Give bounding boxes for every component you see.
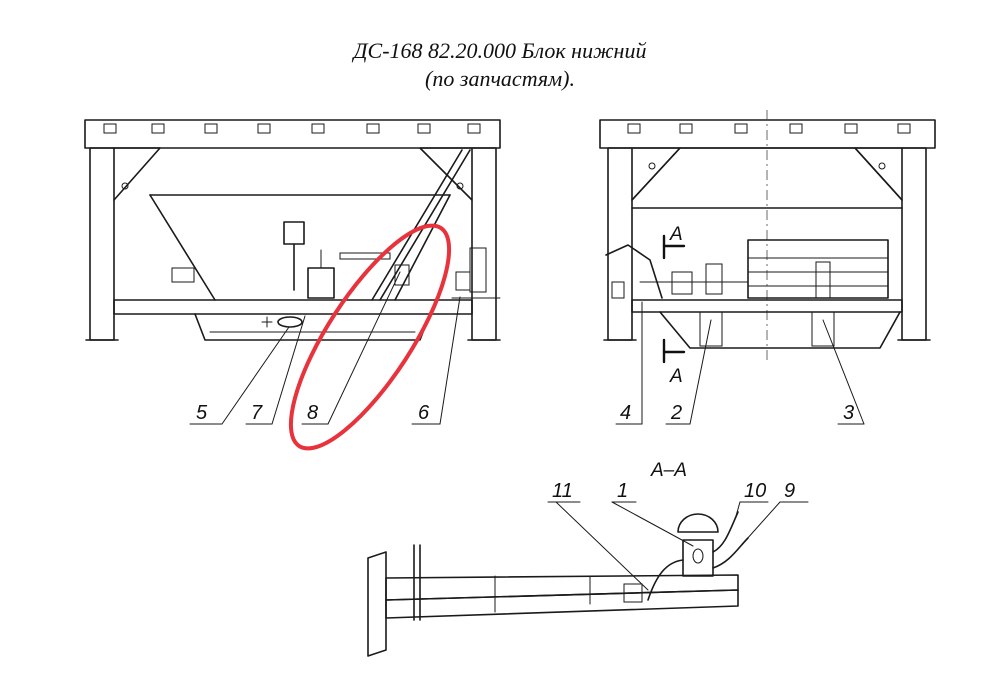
- front-mid-beam: [113, 299, 473, 315]
- drawing-title: ДС-168 82.20.000 Блок нижний: [353, 38, 647, 63]
- front-left-gusset: [113, 147, 161, 201]
- callout-7: 7: [251, 402, 263, 424]
- highlight-ellipse: [288, 223, 452, 451]
- front-right-gusset: [419, 147, 473, 201]
- callout-6: 6: [418, 402, 430, 424]
- section-view: А–А: [367, 460, 749, 657]
- side-top-lugs: [627, 123, 911, 134]
- side-mid-beam: [631, 299, 903, 313]
- section-marker-bottom: А: [669, 366, 683, 387]
- callout-10: 10: [744, 480, 766, 502]
- front-valve-body: [307, 267, 335, 299]
- section-marker-top: А: [669, 224, 683, 245]
- side-right-leg: [901, 147, 927, 341]
- section-tube-bottom: [385, 589, 739, 619]
- front-lower-tray: [194, 313, 431, 341]
- leader-lines: [189, 271, 865, 591]
- callout-3: 3: [843, 402, 854, 424]
- callout-9: 9: [784, 480, 795, 502]
- side-view: А А: [599, 110, 936, 387]
- front-view: [84, 119, 501, 341]
- section-tube-top: [385, 574, 739, 601]
- front-top-lugs: [103, 123, 481, 134]
- callout-8: 8: [307, 402, 318, 424]
- callout-4: 4: [620, 402, 631, 424]
- front-valve-cylinder: [283, 221, 305, 245]
- section-title: А–А: [650, 460, 687, 481]
- callout-5: 5: [196, 402, 208, 424]
- side-left-leg: [607, 147, 633, 341]
- section-valve-cap: [677, 513, 719, 533]
- front-part-cap: [277, 316, 303, 328]
- side-lower-tray: [659, 311, 901, 349]
- side-conveyor-box: [747, 239, 889, 299]
- side-top-beam: [599, 119, 936, 149]
- front-right-leg: [471, 147, 497, 341]
- callout-2: 2: [670, 402, 682, 424]
- front-top-beam: [84, 119, 501, 149]
- section-valve-body: [682, 539, 714, 577]
- callout-1: 1: [617, 480, 628, 502]
- section-wall-plate: [367, 551, 387, 657]
- front-left-leg: [89, 147, 115, 341]
- callout-11: 11: [552, 480, 573, 502]
- drawing-subtitle: (по запчастям).: [425, 66, 575, 91]
